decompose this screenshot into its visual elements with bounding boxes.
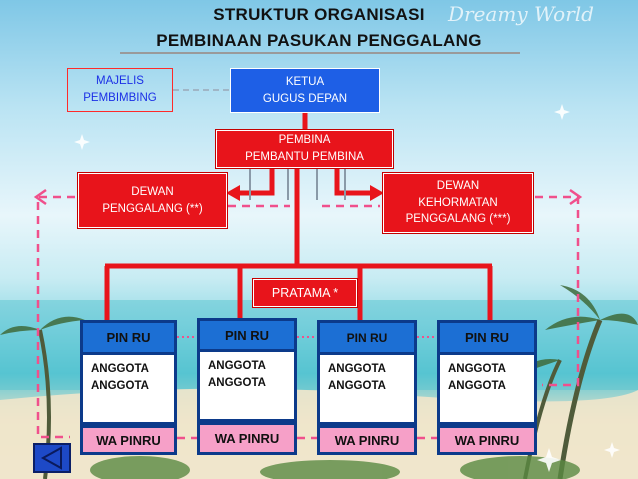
anggota-list-4: ANGGOTA ANGGOTA	[437, 355, 537, 425]
anggota-item: ANGGOTA	[328, 363, 386, 375]
pinru-head-3: PIN RU	[317, 320, 417, 355]
anggota-list-2: ANGGOTA ANGGOTA	[197, 352, 297, 422]
anggota-item: ANGGOTA	[91, 363, 149, 375]
anggota-item: ANGGOTA	[208, 360, 266, 372]
pratama-box: PRATAMA *	[253, 279, 357, 307]
wa-pinru-1: WA PINRU	[80, 425, 177, 455]
watermark-text: Dreamy World	[448, 2, 594, 26]
title-line-1: STRUKTUR ORGANISASI	[213, 5, 425, 24]
dewan-penggalang-box: DEWAN PENGGALANG (**)	[78, 173, 227, 228]
wa-pinru-4: WA PINRU	[437, 425, 537, 455]
anggota-item: ANGGOTA	[448, 363, 506, 375]
pinru-head-2: PIN RU	[197, 318, 297, 352]
anggota-item: ANGGOTA	[448, 379, 506, 392]
dewan-kehormatan-box: DEWAN KEHORMATAN PENGGALANG (***)	[383, 173, 533, 233]
ketua-gugus-depan-box: KETUA GUGUS DEPAN	[230, 68, 380, 113]
title-line-2: PEMBINAAN PASUKAN PENGGALANG	[156, 31, 482, 50]
wa-pinru-2: WA PINRU	[197, 422, 297, 455]
majelis-pembimbing-box: MAJELIS PEMBIMBING	[67, 68, 173, 112]
pinru-head-1: PIN RU	[80, 320, 177, 355]
wa-pinru-3: WA PINRU	[317, 425, 417, 455]
pinru-head-4: PIN RU	[437, 320, 537, 355]
anggota-item: ANGGOTA	[208, 376, 266, 389]
triangle-left-icon	[40, 446, 62, 470]
anggota-item: ANGGOTA	[328, 379, 386, 392]
anggota-list-1: ANGGOTA ANGGOTA	[80, 355, 177, 425]
pembina-box: PEMBINA PEMBANTU PEMBINA	[216, 130, 393, 168]
anggota-list-3: ANGGOTA ANGGOTA	[317, 355, 417, 425]
anggota-item: ANGGOTA	[91, 379, 149, 392]
previous-slide-button[interactable]	[33, 443, 71, 473]
